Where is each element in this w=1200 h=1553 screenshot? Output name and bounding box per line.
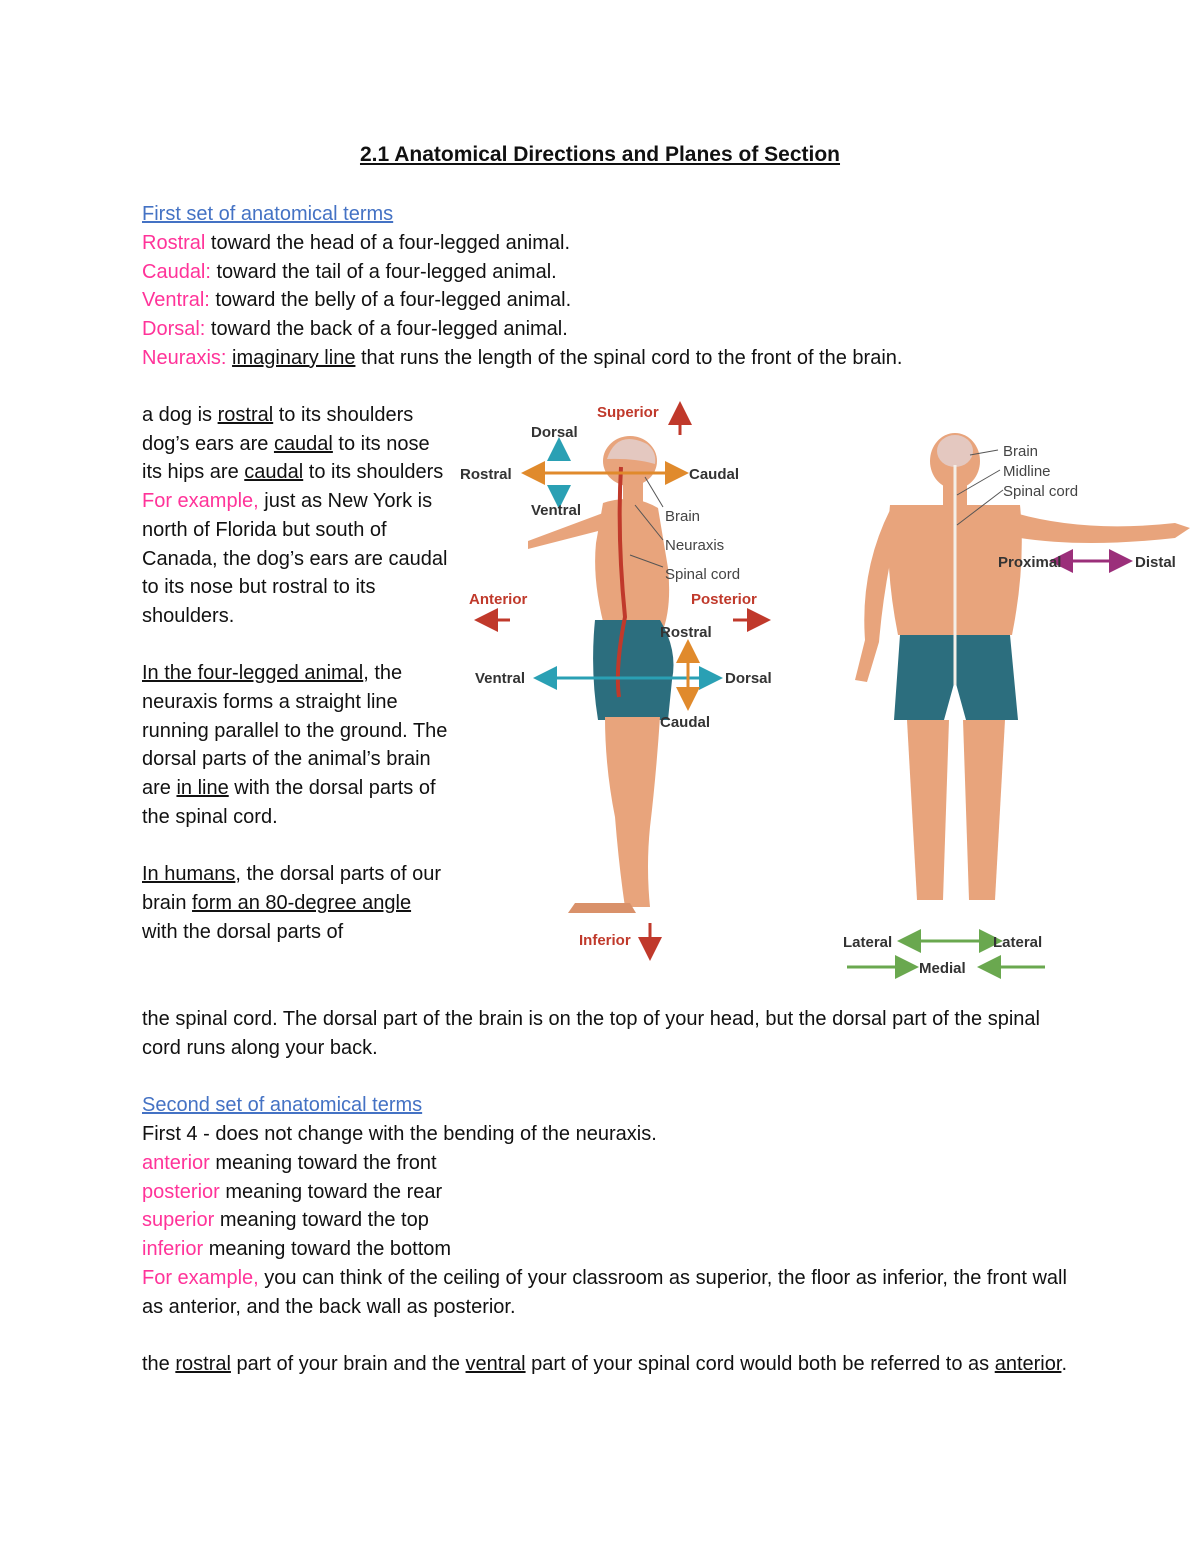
term-definition: toward the tail of a four-legged animal. <box>210 261 557 283</box>
term-label: Rostral <box>142 232 206 254</box>
page-title: 2.1 Anatomical Directions and Planes of … <box>359 143 841 166</box>
term-line-dorsal: Dorsal: toward the back of a four-legged… <box>142 315 568 344</box>
label-inferior: Inferior <box>579 932 631 949</box>
term-definition: meaning toward the bottom <box>203 1238 452 1260</box>
front-view-body <box>855 433 1190 900</box>
first-set-heading: First set of anatomical terms <box>142 203 394 225</box>
underlined-term: ventral <box>465 1353 526 1375</box>
term-label: inferior <box>142 1238 204 1260</box>
underlined-term: caudal <box>273 432 333 455</box>
humans-paragraph: In humans, the dorsal parts of our brain… <box>142 860 452 946</box>
label-caudal-top: Caudal <box>689 466 739 483</box>
underlined-term: In humans <box>142 863 236 886</box>
label-brain-side: Brain <box>665 508 700 525</box>
classroom-example: For example, you can think of the ceilin… <box>142 1264 1072 1321</box>
label-ventral-top: Ventral <box>531 502 581 519</box>
label-posterior: Posterior <box>691 591 757 608</box>
term-definition: meaning toward the top <box>214 1209 429 1231</box>
term-definition: meaning toward the rear <box>219 1181 443 1203</box>
term-line-inferior: inferior meaning toward the bottom <box>142 1235 451 1264</box>
text-run: the <box>142 1353 176 1375</box>
label-spinal-cord-front: Spinal cord <box>1003 483 1078 500</box>
label-superior: Superior <box>597 404 659 421</box>
text-run: . <box>1061 1353 1067 1375</box>
label-anterior: Anterior <box>469 591 528 608</box>
label-rostral-top: Rostral <box>460 466 512 483</box>
term-label: posterior <box>142 1181 220 1203</box>
anatomy-figure: Superior Dorsal Rostral Caudal Ventral B… <box>460 401 1190 979</box>
label-lateral-left: Lateral <box>843 934 892 951</box>
text-run: with the dorsal parts of <box>142 920 344 943</box>
label-medial: Medial <box>919 960 966 977</box>
text-run: , the neuraxis forms a straight line run… <box>142 662 448 800</box>
term-line-anterior: anterior meaning toward the front <box>142 1149 437 1178</box>
underlined-term: rostral <box>175 1353 231 1375</box>
term-definition: that runs the length of the spinal cord … <box>355 347 903 369</box>
label-distal: Distal <box>1135 554 1176 571</box>
term-definition: toward the head of a four-legged animal. <box>205 232 571 254</box>
label-proximal: Proximal <box>998 554 1061 571</box>
term-line-rostral: Rostral toward the head of a four-legged… <box>142 229 570 258</box>
example-label: For example, <box>142 1267 259 1289</box>
underlined-term: in line <box>176 777 229 800</box>
term-label: Neuraxis: <box>142 347 227 369</box>
term-label: Caudal: <box>142 261 211 283</box>
underlined-term: rostral <box>217 404 274 426</box>
term-line-posterior: posterior meaning toward the rear <box>142 1178 442 1207</box>
term-line-caudal: Caudal: toward the tail of a four-legged… <box>142 258 557 287</box>
text-run: part of your spinal cord would both be r… <box>525 1353 995 1375</box>
term-label: Ventral: <box>142 289 210 311</box>
example-paragraph: For example, just as New York is north o… <box>142 487 452 631</box>
label-caudal-mid: Caudal <box>660 714 710 731</box>
text-run: you can think of the ceiling of your cla… <box>142 1267 1067 1318</box>
dog-paragraph: a dog is rostral to its shoulders dog’s … <box>142 401 452 487</box>
text-run: just as New York is north of Florida but… <box>142 490 448 627</box>
label-dorsal-mid: Dorsal <box>725 670 772 687</box>
text-run: , the dorsal parts of our brain <box>142 863 442 914</box>
second-set-heading: Second set of anatomical terms <box>142 1094 423 1116</box>
text-run: to its shoulders dog’s ears are <box>142 404 414 455</box>
term-label: superior <box>142 1209 215 1231</box>
label-midline-front: Midline <box>1003 463 1051 480</box>
label-lateral-right: Lateral <box>993 934 1042 951</box>
label-dorsal-top: Dorsal <box>531 424 578 441</box>
term-label: Dorsal: <box>142 318 206 340</box>
term-label: anterior <box>142 1152 210 1174</box>
label-ventral-mid: Ventral <box>475 670 525 687</box>
term-definition: meaning toward the front <box>209 1152 437 1174</box>
term-definition: toward the back of a four-legged animal. <box>205 318 568 340</box>
side-view-body <box>528 436 674 913</box>
text-run: part of your brain and the <box>230 1353 466 1375</box>
text-run: with the dorsal parts of the spinal cord… <box>142 777 436 828</box>
label-spinal-cord-side: Spinal cord <box>665 566 740 583</box>
label-neuraxis-side: Neuraxis <box>665 537 724 554</box>
anterior-summary-paragraph: the rostral part of your brain and the v… <box>142 1350 1072 1379</box>
label-rostral-mid: Rostral <box>660 624 712 641</box>
term-definition: toward the belly of a four-legged animal… <box>209 289 572 311</box>
term-line-neuraxis: Neuraxis: imaginary line that runs the l… <box>142 344 902 373</box>
left-text-column: a dog is rostral to its shoulders dog’s … <box>142 401 452 946</box>
term-underlined: imaginary line <box>232 347 356 369</box>
underlined-term: In the four-legged animal <box>142 662 364 685</box>
text-run: a dog is <box>142 404 218 426</box>
second-set-intro: First 4 - does not change with the bendi… <box>142 1123 657 1145</box>
term-line-ventral: Ventral: toward the belly of a four-legg… <box>142 286 571 315</box>
four-legged-paragraph: In the four-legged animal, the neuraxis … <box>142 659 452 831</box>
term-line-superior: superior meaning toward the top <box>142 1206 429 1235</box>
text-run: to its shoulders <box>303 461 444 484</box>
example-label: For example, <box>142 490 259 513</box>
underlined-term: form an 80-degree angle <box>192 891 412 914</box>
text-run: to its nose its hips are <box>142 432 430 484</box>
underlined-term: anterior <box>994 1353 1062 1375</box>
underlined-term: caudal <box>244 461 304 484</box>
humans-paragraph-continued: the spinal cord. The dorsal part of the … <box>142 1008 1040 1059</box>
label-brain-front: Brain <box>1003 443 1038 460</box>
